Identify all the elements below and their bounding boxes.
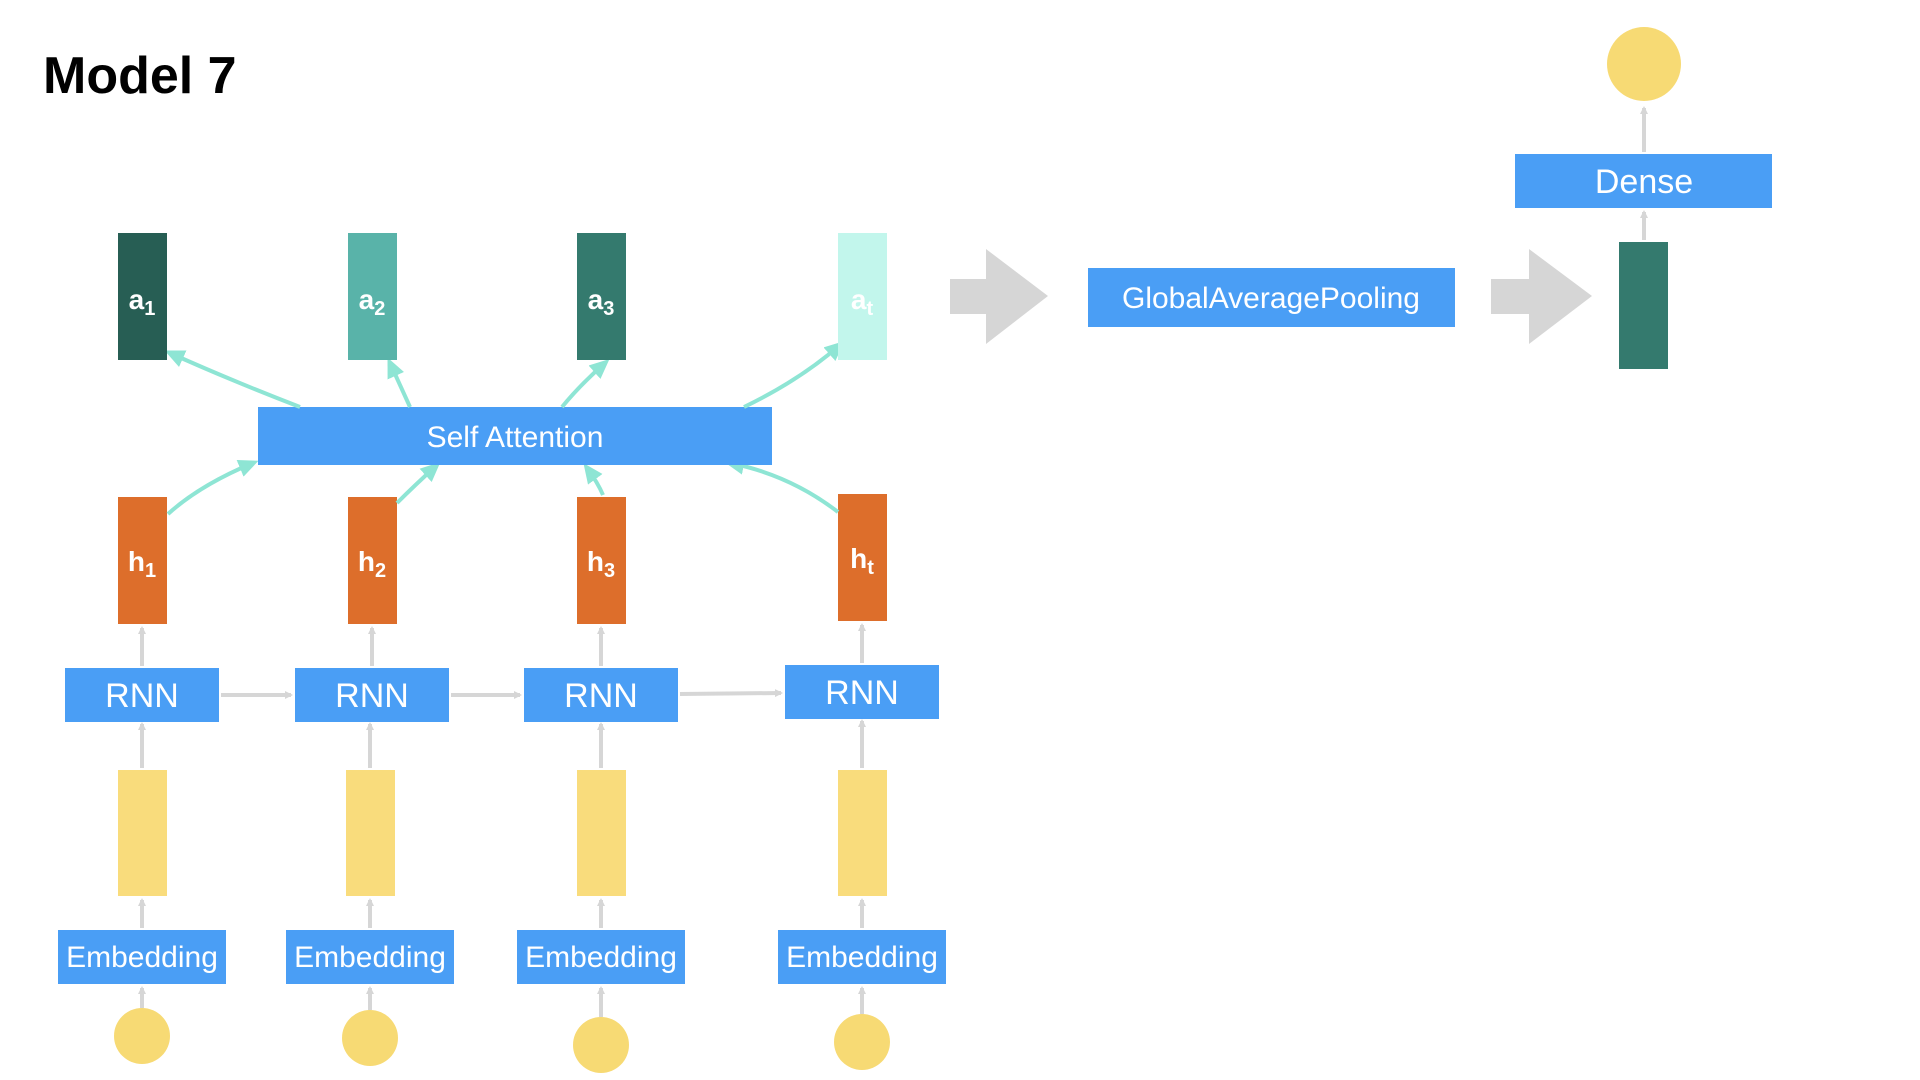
embedding-label: Embedding	[294, 941, 446, 974]
embedding-label: Embedding	[786, 941, 938, 974]
rnn-label: RNN	[335, 677, 409, 715]
dense-box: Dense	[1515, 154, 1772, 208]
rnn-box: RNN	[295, 668, 449, 722]
embedding-box: Embedding	[778, 930, 946, 984]
attended-vector: a1	[118, 233, 167, 360]
embedding-box: Embedding	[517, 930, 685, 984]
embedding-vector	[838, 770, 887, 896]
input-nodes	[114, 1008, 890, 1073]
input-node	[573, 1017, 629, 1073]
embedding-layer: Embedding Embedding Embedding Embedding	[58, 930, 946, 984]
input-node	[114, 1008, 170, 1064]
flow-arrow-icon	[1491, 249, 1592, 344]
page-title: Model 7	[43, 47, 237, 105]
attended-layer: a1 a2 a3 at	[118, 233, 887, 360]
attended-label: at	[851, 284, 874, 320]
rnn-box: RNN	[65, 668, 219, 722]
embedding-label: Embedding	[66, 941, 218, 974]
rnn-layer: RNN RNN RNN RNN	[65, 665, 939, 722]
rnn-label: RNN	[825, 674, 899, 712]
global-average-pooling-box: GlobalAveragePooling	[1088, 268, 1455, 327]
rnn-box: RNN	[785, 665, 939, 719]
hidden-vector: h1	[118, 497, 167, 624]
embedding-box: Embedding	[286, 930, 454, 984]
embedding-box: Embedding	[58, 930, 226, 984]
hidden-label: h1	[128, 546, 156, 582]
rnn-label: RNN	[564, 677, 638, 715]
embedding-vector	[346, 770, 395, 896]
attended-vector: a2	[348, 233, 397, 360]
embedding-vector	[118, 770, 167, 896]
pooled-vector	[1619, 242, 1668, 369]
hidden-vector: h3	[577, 497, 626, 624]
attended-label: a1	[129, 284, 156, 320]
dense-label: Dense	[1595, 163, 1693, 201]
vector-to-rnn-arrows	[138, 719, 866, 768]
hidden-layer: h1 h2 h3 ht	[118, 494, 887, 624]
hidden-label: ht	[850, 543, 874, 579]
flow-arrow-icon	[950, 249, 1048, 344]
attention-to-output-arrows	[164, 341, 845, 409]
input-node	[342, 1010, 398, 1066]
rnn-box: RNN	[524, 668, 678, 722]
attended-vector: at	[838, 233, 887, 360]
pooling-label: GlobalAveragePooling	[1122, 282, 1420, 315]
rnn-to-hidden-arrows	[138, 623, 866, 666]
attended-label: a2	[359, 284, 386, 320]
output-node	[1607, 27, 1681, 101]
recurrence-arrows	[221, 689, 783, 699]
embedding-vector	[577, 770, 626, 896]
self-attention-box: Self Attention	[258, 407, 772, 465]
attended-label: a3	[588, 284, 615, 320]
self-attention-label: Self Attention	[427, 421, 604, 454]
rnn-label: RNN	[105, 677, 179, 715]
input-node	[834, 1014, 890, 1070]
hidden-label: h2	[358, 546, 386, 582]
input-to-embedding-arrows	[138, 986, 866, 1017]
hidden-to-attention-arrows	[166, 456, 840, 516]
hidden-vector: h2	[348, 497, 397, 624]
hidden-label: h3	[587, 546, 615, 582]
hidden-vector: ht	[838, 494, 887, 621]
embedding-vectors	[118, 770, 887, 896]
embedding-label: Embedding	[525, 941, 677, 974]
attended-vector: a3	[577, 233, 626, 360]
embedding-to-vector-arrows	[138, 898, 866, 928]
